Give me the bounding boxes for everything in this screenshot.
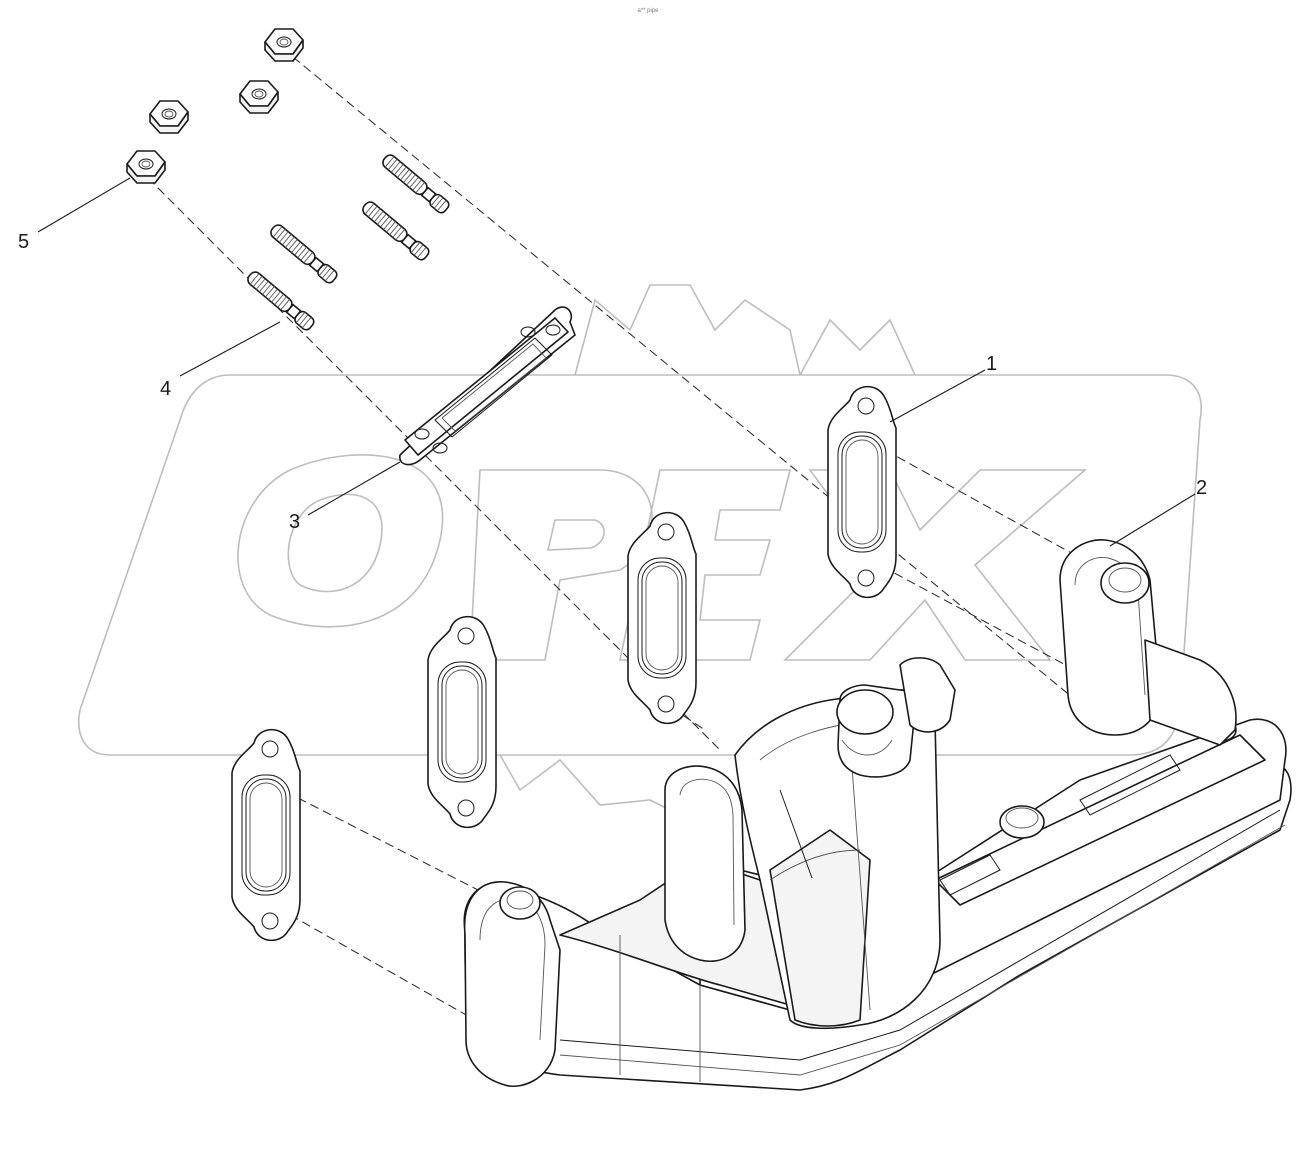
svg-text:1: 1 <box>986 353 997 375</box>
svg-text:3: 3 <box>289 511 300 533</box>
svg-text:5: 5 <box>18 231 29 253</box>
flange-gasket-icon <box>399 306 576 466</box>
callout-3: 3 <box>289 461 401 533</box>
hex-nut-icon <box>126 28 304 184</box>
stud-bolt-icon <box>244 151 452 333</box>
svg-text:4: 4 <box>160 378 171 400</box>
drawing-code: a** pipe <box>637 8 659 14</box>
opex-watermark <box>78 284 1202 821</box>
callout-1: 1 <box>889 353 997 423</box>
svg-text:2: 2 <box>1196 477 1207 499</box>
exhaust-manifold-icon <box>463 539 1292 1091</box>
callout-5: 5 <box>18 177 131 253</box>
assembly-center-lines <box>147 47 1101 1021</box>
callout-2: 2 <box>1109 477 1207 547</box>
callout-4: 4 <box>160 321 281 400</box>
